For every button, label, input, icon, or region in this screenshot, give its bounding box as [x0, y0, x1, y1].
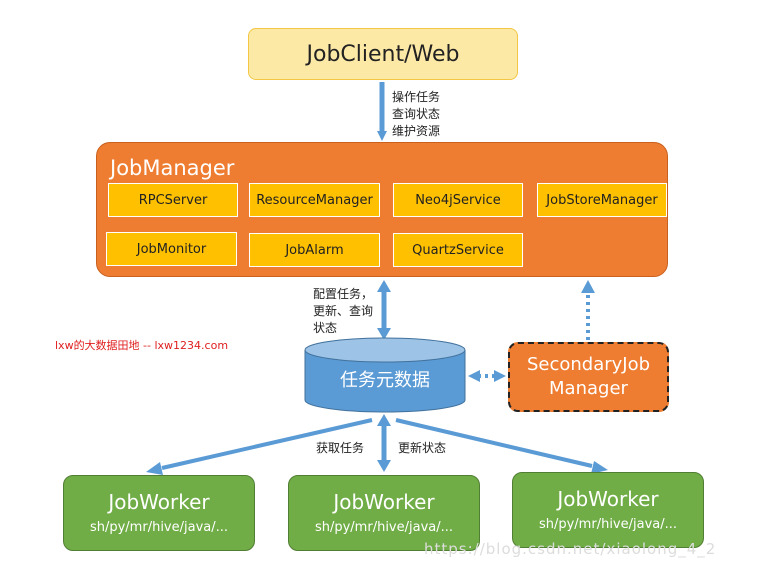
- job-worker-2-title: JobWorker: [333, 490, 435, 514]
- job-client-box: JobClient/Web: [248, 28, 518, 80]
- service-jobstoremanager-label: JobStoreManager: [546, 192, 658, 208]
- note-client-to-manager: 操作任务 查询状态 维护资源: [392, 90, 441, 138]
- blog-watermark: lxw的大数据田地 -- lxw1234.com: [55, 339, 229, 352]
- service-rpcserver: RPCServer: [108, 183, 238, 217]
- job-client-label: JobClient/Web: [306, 41, 460, 67]
- service-jobmonitor: JobMonitor: [106, 232, 237, 266]
- job-worker-3: JobWorker sh/py/mr/hive/java/...: [512, 472, 704, 548]
- secondary-line2: Manager: [549, 378, 628, 399]
- job-worker-2-subtitle: sh/py/mr/hive/java/...: [314, 520, 454, 535]
- secondary-line1: SecondaryJob: [526, 354, 651, 375]
- service-resourcemanager: ResourceManager: [249, 183, 380, 217]
- job-worker-1-subtitle: sh/py/mr/hive/java/...: [89, 520, 229, 535]
- secondary-job-manager-box: SecondaryJob Manager: [508, 342, 669, 412]
- database-label: 任务元数据: [340, 370, 430, 391]
- service-quartzservice: QuartzService: [393, 233, 523, 267]
- service-jobalarm: JobAlarm: [249, 233, 380, 267]
- arrow-db-to-worker-left: [161, 418, 373, 470]
- job-worker-1: JobWorker sh/py/mr/hive/java/...: [63, 475, 255, 551]
- note-update-status: 更新状态: [398, 441, 447, 455]
- service-jobstoremanager: JobStoreManager: [537, 183, 667, 217]
- job-manager-title: JobManager: [110, 156, 235, 180]
- note-fetch-task: 获取任务: [316, 441, 365, 455]
- service-resourcemanager-label: ResourceManager: [256, 192, 373, 208]
- service-neo4jservice: Neo4jService: [393, 183, 523, 217]
- note-manager-to-db: 配置任务， 更新、查询 状态: [313, 287, 374, 335]
- job-worker-1-title: JobWorker: [108, 490, 210, 514]
- database-cylinder: [304, 337, 466, 413]
- arrow-db-to-worker-right: [395, 418, 593, 468]
- job-worker-2: JobWorker sh/py/mr/hive/java/...: [288, 475, 480, 551]
- job-worker-3-title: JobWorker: [557, 487, 659, 511]
- job-worker-3-subtitle: sh/py/mr/hive/java/...: [538, 517, 678, 532]
- url-watermark: https://blog.csdn.net/xiaolong_4_2: [424, 540, 717, 558]
